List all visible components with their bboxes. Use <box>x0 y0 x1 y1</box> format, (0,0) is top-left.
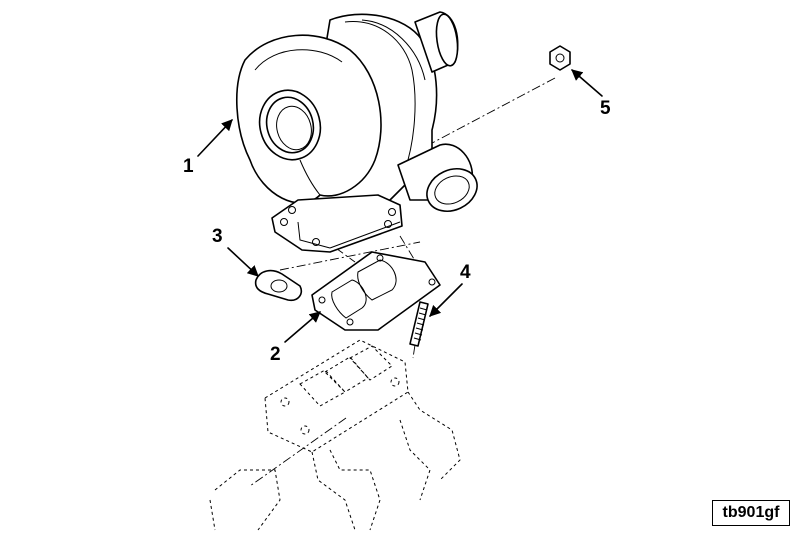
leader-arrow-4 <box>429 283 463 317</box>
stud <box>409 301 429 347</box>
leader-arrow-1 <box>197 119 233 157</box>
callout-1: 1 <box>183 119 233 177</box>
leader-arrow-2 <box>284 311 321 343</box>
callout-4: 4 <box>429 262 471 317</box>
callout-5: 5 <box>571 69 611 119</box>
callout-3: 3 <box>212 226 259 277</box>
figure-id-label: tb901gf <box>712 500 790 526</box>
gasket-small <box>254 269 303 302</box>
exhaust-manifold-ghost <box>209 339 461 531</box>
callout-label-4: 4 <box>460 262 471 283</box>
leader-arrow-3 <box>227 247 259 277</box>
nut <box>549 45 571 71</box>
callout-2: 2 <box>270 311 321 365</box>
turbocharger <box>236 11 478 253</box>
leader-arrow-5 <box>571 69 603 97</box>
callout-label-1: 1 <box>183 156 194 177</box>
callout-label-3: 3 <box>212 226 223 247</box>
callout-label-5: 5 <box>600 98 611 119</box>
callout-label-2: 2 <box>270 344 281 365</box>
